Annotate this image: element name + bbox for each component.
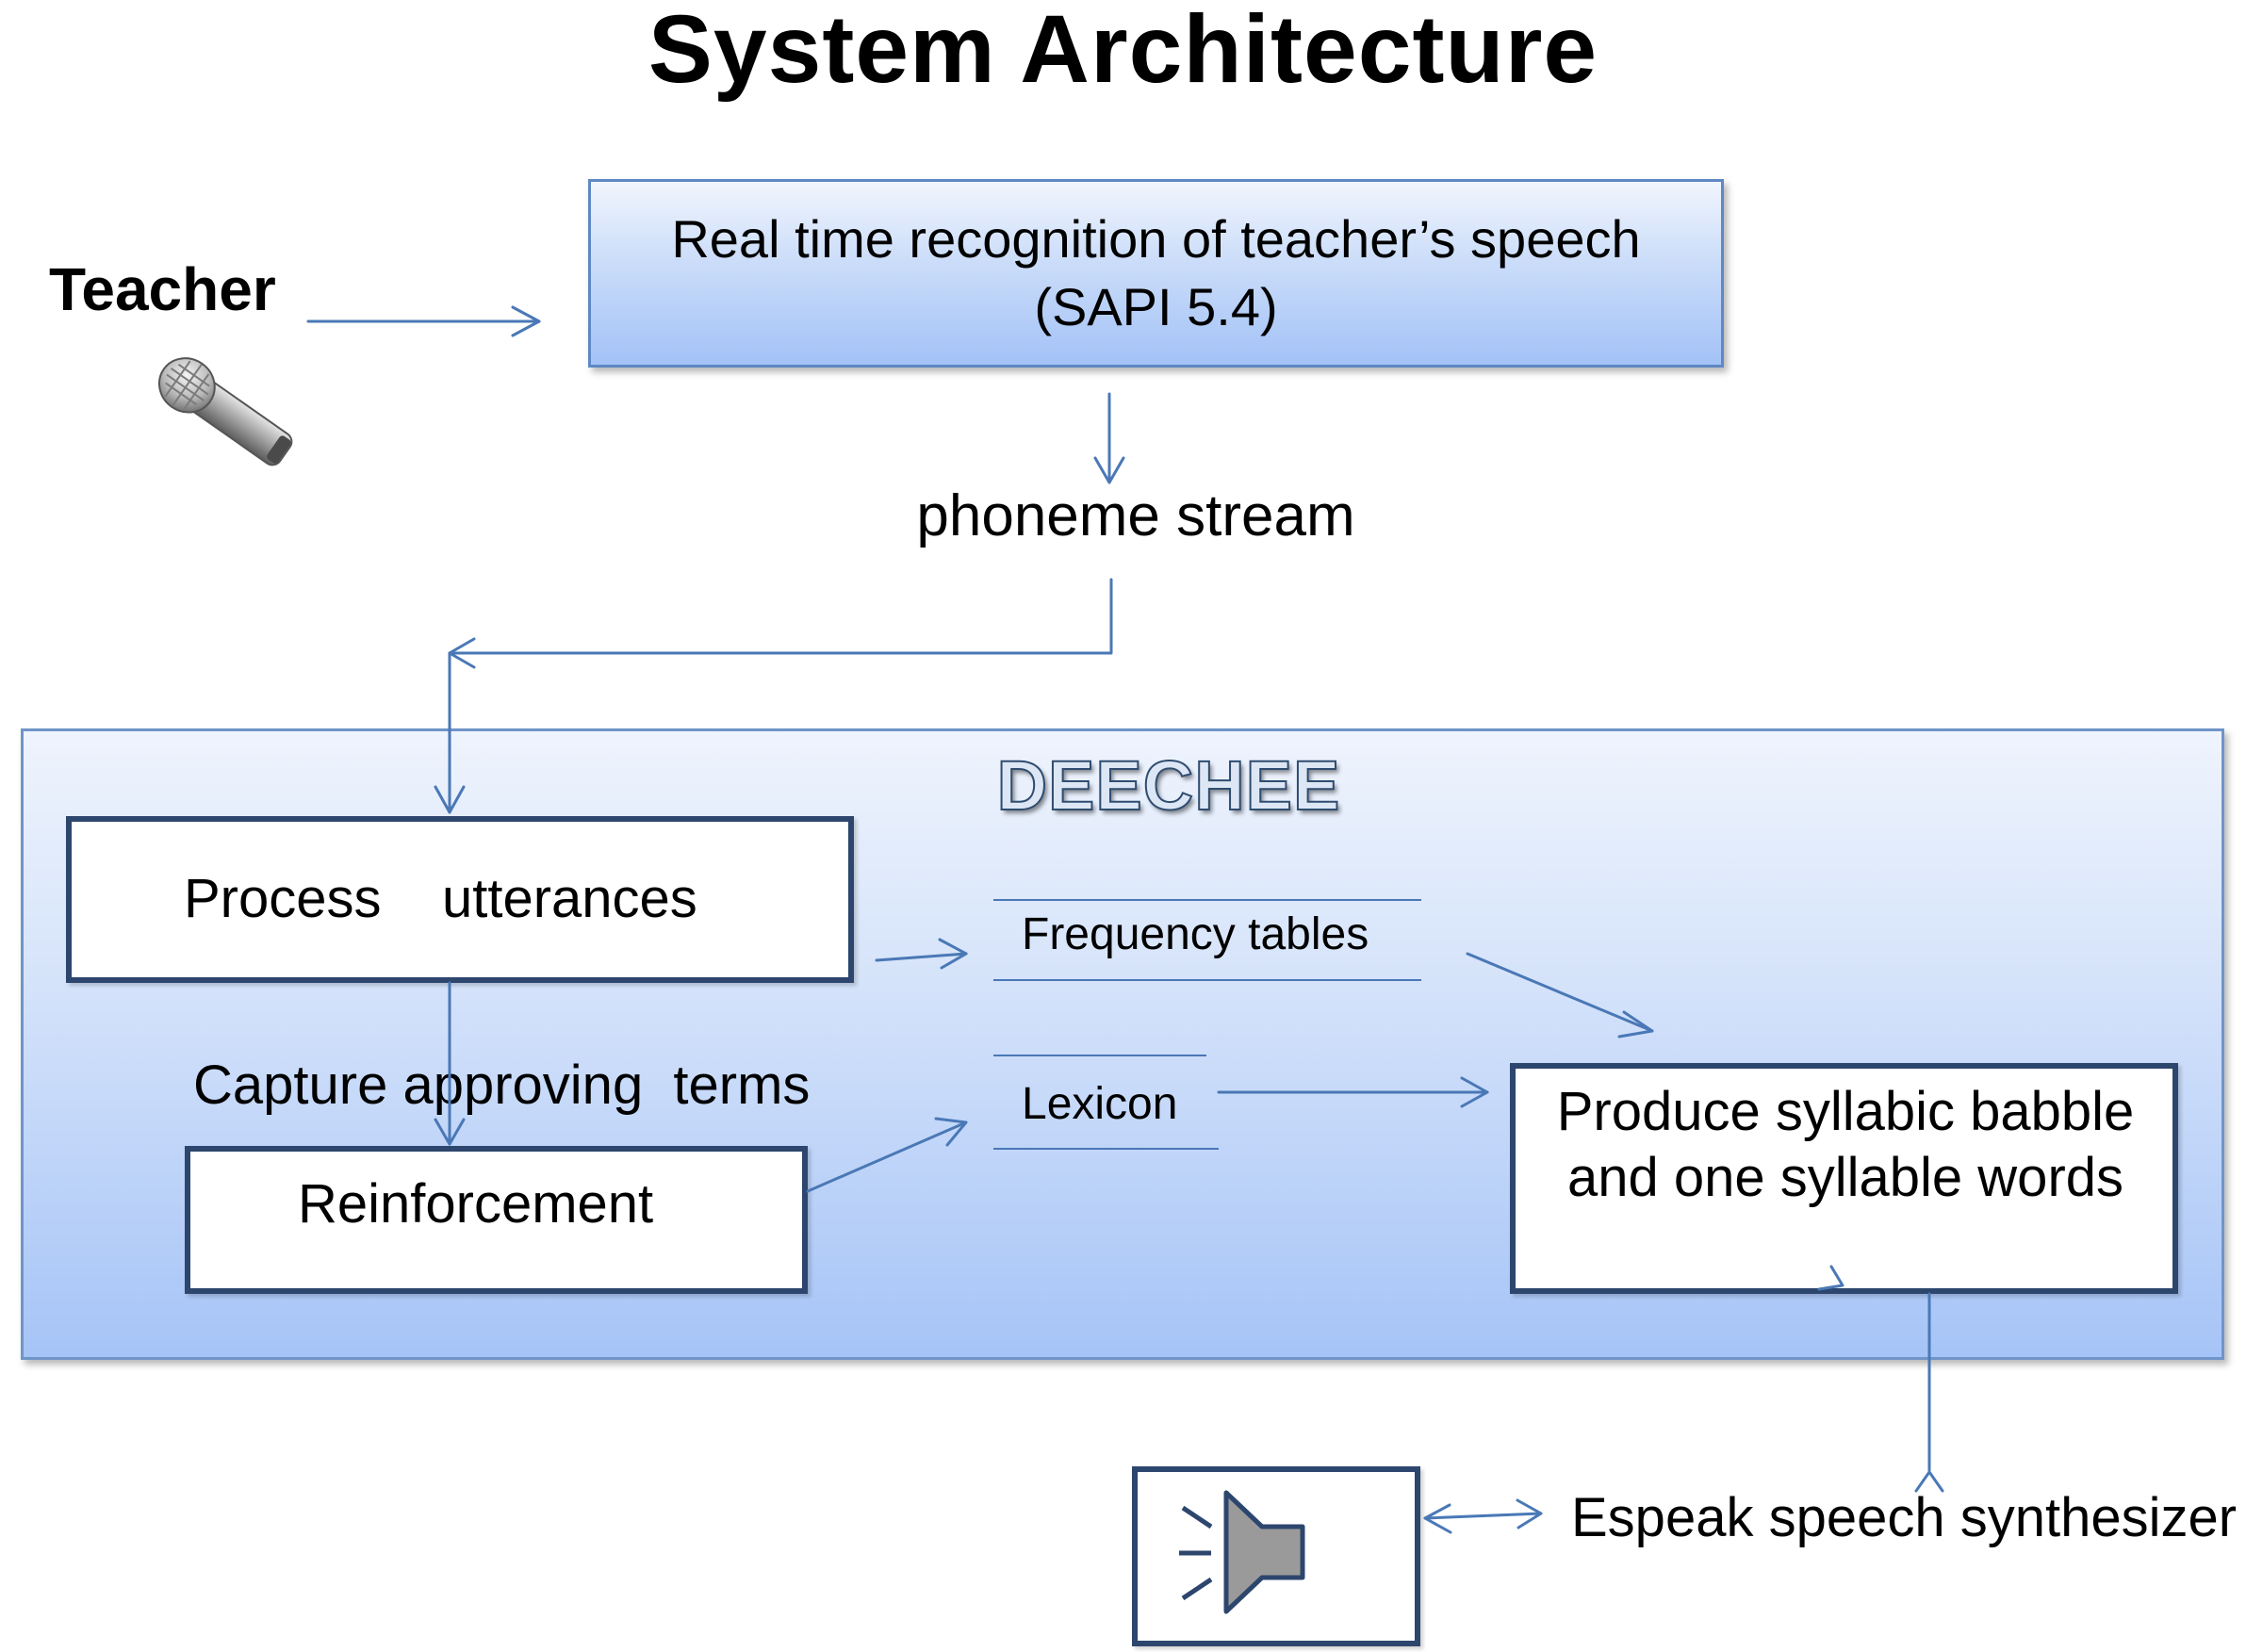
reinforcement-text: Reinforcement (298, 1173, 654, 1235)
reinforcement-box (185, 1146, 808, 1294)
arrow-teacher-to-recognition (306, 305, 541, 337)
phoneme-stream-label: phoneme stream (916, 483, 1355, 548)
arrow-espeak-to-speaker (1423, 1498, 1543, 1534)
process-utterances-box (66, 816, 854, 983)
arrow-reinforcement-to-lexicon (806, 1117, 968, 1193)
arrow-process-to-frequency (875, 938, 968, 970)
arrow-lexicon-to-produce (1217, 1076, 1489, 1108)
arrow-frequency-to-produce (1466, 952, 1654, 1039)
produce-babble-line1: Produce syllabic babble (1556, 1081, 2135, 1142)
arrow-produce-to-espeak (1817, 1265, 1944, 1493)
microphone-icon (158, 357, 293, 466)
arrow-recognition-to-phoneme (1093, 392, 1125, 484)
espeak-synthesizer-label: Espeak speech synthesizer (1571, 1487, 2238, 1548)
frequency-tables-label: Frequency tables (1022, 909, 1369, 959)
arrow-process-to-reinforcement (434, 981, 466, 1146)
sapi-version-text: (SAPI 5.4) (1034, 277, 1278, 336)
table-rule-lines (993, 899, 1421, 1150)
capture-approving-terms-label: Capture approving terms (193, 1055, 811, 1116)
process-utterances-text: Process utterances (184, 868, 697, 929)
speech-recognition-text: Real time recognition of teacher’s speec… (671, 209, 1641, 269)
speaker-icon (1179, 1490, 1305, 1614)
diagram-title: System Architecture (648, 0, 1598, 103)
lexicon-label: Lexicon (1022, 1079, 1178, 1129)
speaker-box (1132, 1466, 1420, 1646)
produce-babble-line2: and one syllable words (1566, 1147, 2124, 1208)
teacher-label: Teacher (49, 255, 276, 323)
produce-babble-text: Produce syllabic babble and one syllable… (1516, 1079, 2175, 1211)
deechee-title: DEECHEE (996, 745, 1341, 826)
arrow-phoneme-to-process (434, 578, 1113, 814)
speech-recognition-box: Real time recognition of teacher’s speec… (588, 179, 1724, 368)
produce-babble-box (1510, 1063, 2178, 1294)
